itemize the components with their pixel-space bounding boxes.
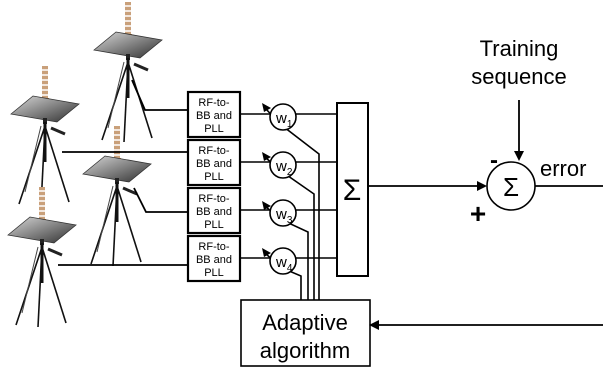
minus-sign: - — [490, 147, 498, 174]
weight-circle-3 — [269, 199, 297, 227]
branch-lines — [240, 113, 337, 259]
antenna-2 — [9, 64, 81, 208]
training-label-line1: Training — [480, 36, 559, 61]
antenna-group — [6, 0, 164, 329]
weight-circles: w1 w2 w3 w4 — [262, 103, 297, 275]
error-label: error — [540, 156, 586, 181]
rf-block-2-line3: PLL — [204, 171, 224, 183]
adaptive-algorithm-block — [240, 299, 371, 367]
antenna-1 — [92, 0, 164, 144]
error-sigma: Σ — [503, 172, 519, 202]
rf-block-4-line2: BB and — [196, 254, 232, 266]
rf-block-1 — [186, 90, 242, 139]
rf-block-1-line3: PLL — [204, 123, 224, 135]
antenna-3 — [81, 124, 153, 268]
antenna-feed-lines — [58, 79, 188, 266]
feed-line-3 — [133, 187, 188, 213]
weight-label-1: w1 — [275, 110, 293, 130]
rf-block-3-line3: PLL — [204, 219, 224, 231]
rf-block-2 — [186, 138, 242, 187]
rf-block-2-line2: BB and — [196, 158, 232, 170]
rf-to-bb-blocks: RF-to- BB and PLL RF-to- BB and PLL RF-t… — [186, 90, 242, 283]
weight-label-2: w2 — [275, 158, 293, 178]
weight-label-4: w4 — [275, 254, 293, 274]
rf-block-3-line2: BB and — [196, 206, 232, 218]
rf-block-4-line3: PLL — [204, 267, 224, 279]
rf-block-4 — [186, 234, 242, 283]
rf-block-3-line1: RF-to- — [198, 193, 230, 205]
weight-circle-1 — [269, 103, 297, 131]
adaptive-line1: Adaptive — [262, 310, 348, 335]
rf-block-1-line1: RF-to- — [198, 97, 230, 109]
weight-label-3: w3 — [275, 206, 293, 226]
plus-sign: + — [470, 198, 486, 229]
antenna-4 — [6, 185, 78, 329]
weight-circle-4 — [269, 247, 297, 275]
combiner-summer — [336, 102, 369, 277]
training-label-line2: sequence — [471, 64, 566, 89]
weight-circle-2 — [269, 151, 297, 179]
feed-line-1 — [131, 79, 188, 111]
rf-block-1-line2: BB and — [196, 110, 232, 122]
combiner-sigma: Σ — [343, 174, 362, 207]
rf-block-3 — [186, 186, 242, 235]
adaptive-line2: algorithm — [260, 338, 350, 363]
rf-block-2-line1: RF-to- — [198, 145, 230, 157]
rf-block-4-line1: RF-to- — [198, 241, 230, 253]
